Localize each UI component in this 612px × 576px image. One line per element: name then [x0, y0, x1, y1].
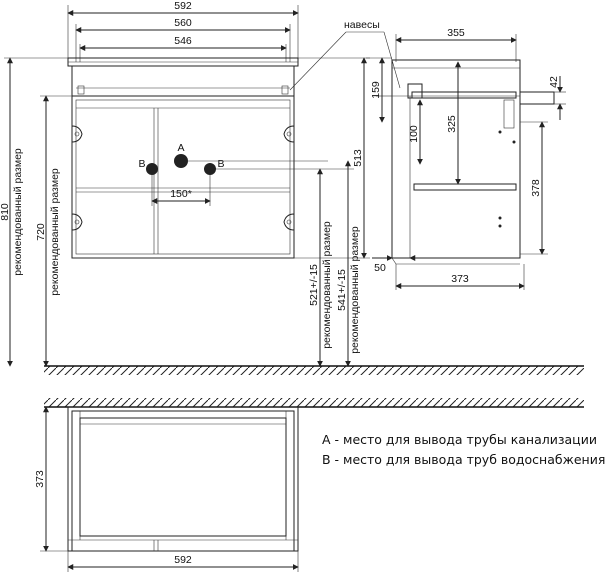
pipe-a-height: 521+/-15: [308, 264, 320, 306]
front-width-592: 592: [174, 0, 192, 12]
side-dim-159: 159: [370, 81, 382, 99]
top-depth-373: 373: [34, 470, 46, 488]
front-width-560: 560: [174, 17, 192, 29]
height-total-note: рекомендованный размер: [12, 148, 24, 276]
side-dim-50: 50: [374, 262, 386, 274]
height-cabinet-513: 513: [352, 149, 364, 167]
pipe-a-outlet: [174, 154, 188, 168]
front-width-546: 546: [174, 35, 192, 47]
legend-a: A - место для вывода трубы канализации: [322, 432, 597, 447]
top-view: 373 592: [34, 398, 584, 572]
side-view: 355 42 159 100 325: [366, 27, 566, 290]
hinge-top-left-icon: [71, 125, 83, 143]
height-mount-note: рекомендованный размер: [49, 168, 61, 296]
side-dim-325: 325: [446, 115, 458, 133]
side-pipe: [519, 91, 555, 105]
height-mount-720: 720: [35, 223, 47, 241]
side-depth-373: 373: [451, 273, 469, 285]
front-view: 592 560 546: [0, 0, 584, 375]
pipe-b-note: рекомендованный размер: [349, 226, 361, 354]
hinges-label: навесы: [344, 19, 380, 31]
legend-b: B - место для вывода труб водоснабжения: [322, 452, 605, 467]
wall-hatch: [44, 398, 584, 407]
side-cabinet: [391, 59, 521, 259]
cabinet-body: [71, 95, 295, 259]
side-depth-355: 355: [447, 27, 465, 39]
side-dim-378: 378: [530, 179, 542, 197]
pipe-b-right-label: B: [217, 158, 224, 170]
side-dim-42: 42: [548, 76, 560, 88]
hinge-top-right-icon: [283, 125, 295, 143]
pipe-b-right-outlet: [204, 163, 216, 175]
pipe-b-left-label: B: [138, 158, 145, 170]
cabinet-top-section: [71, 65, 295, 97]
pipe-a-note: рекомендованный размер: [321, 221, 333, 349]
pipe-b-height: 541+/-15: [336, 269, 348, 311]
pipe-b-left-outlet: [146, 163, 158, 175]
side-dim-100: 100: [408, 125, 420, 143]
pipe-spacing: 150*: [170, 188, 192, 200]
hinge-bottom-right-icon: [283, 213, 295, 231]
side-hinge-bracket: [407, 83, 423, 99]
side-shelf: [413, 183, 517, 191]
height-total-810: 810: [0, 203, 11, 221]
top-view-outline: [67, 406, 299, 552]
floor-hatch: [44, 366, 584, 375]
legend: A - место для вывода трубы канализации B…: [322, 432, 605, 467]
pipe-a-label: A: [177, 142, 184, 154]
top-view-inner: [79, 417, 287, 537]
top-width-592: 592: [174, 554, 192, 566]
hinge-bottom-left-icon: [71, 213, 83, 231]
